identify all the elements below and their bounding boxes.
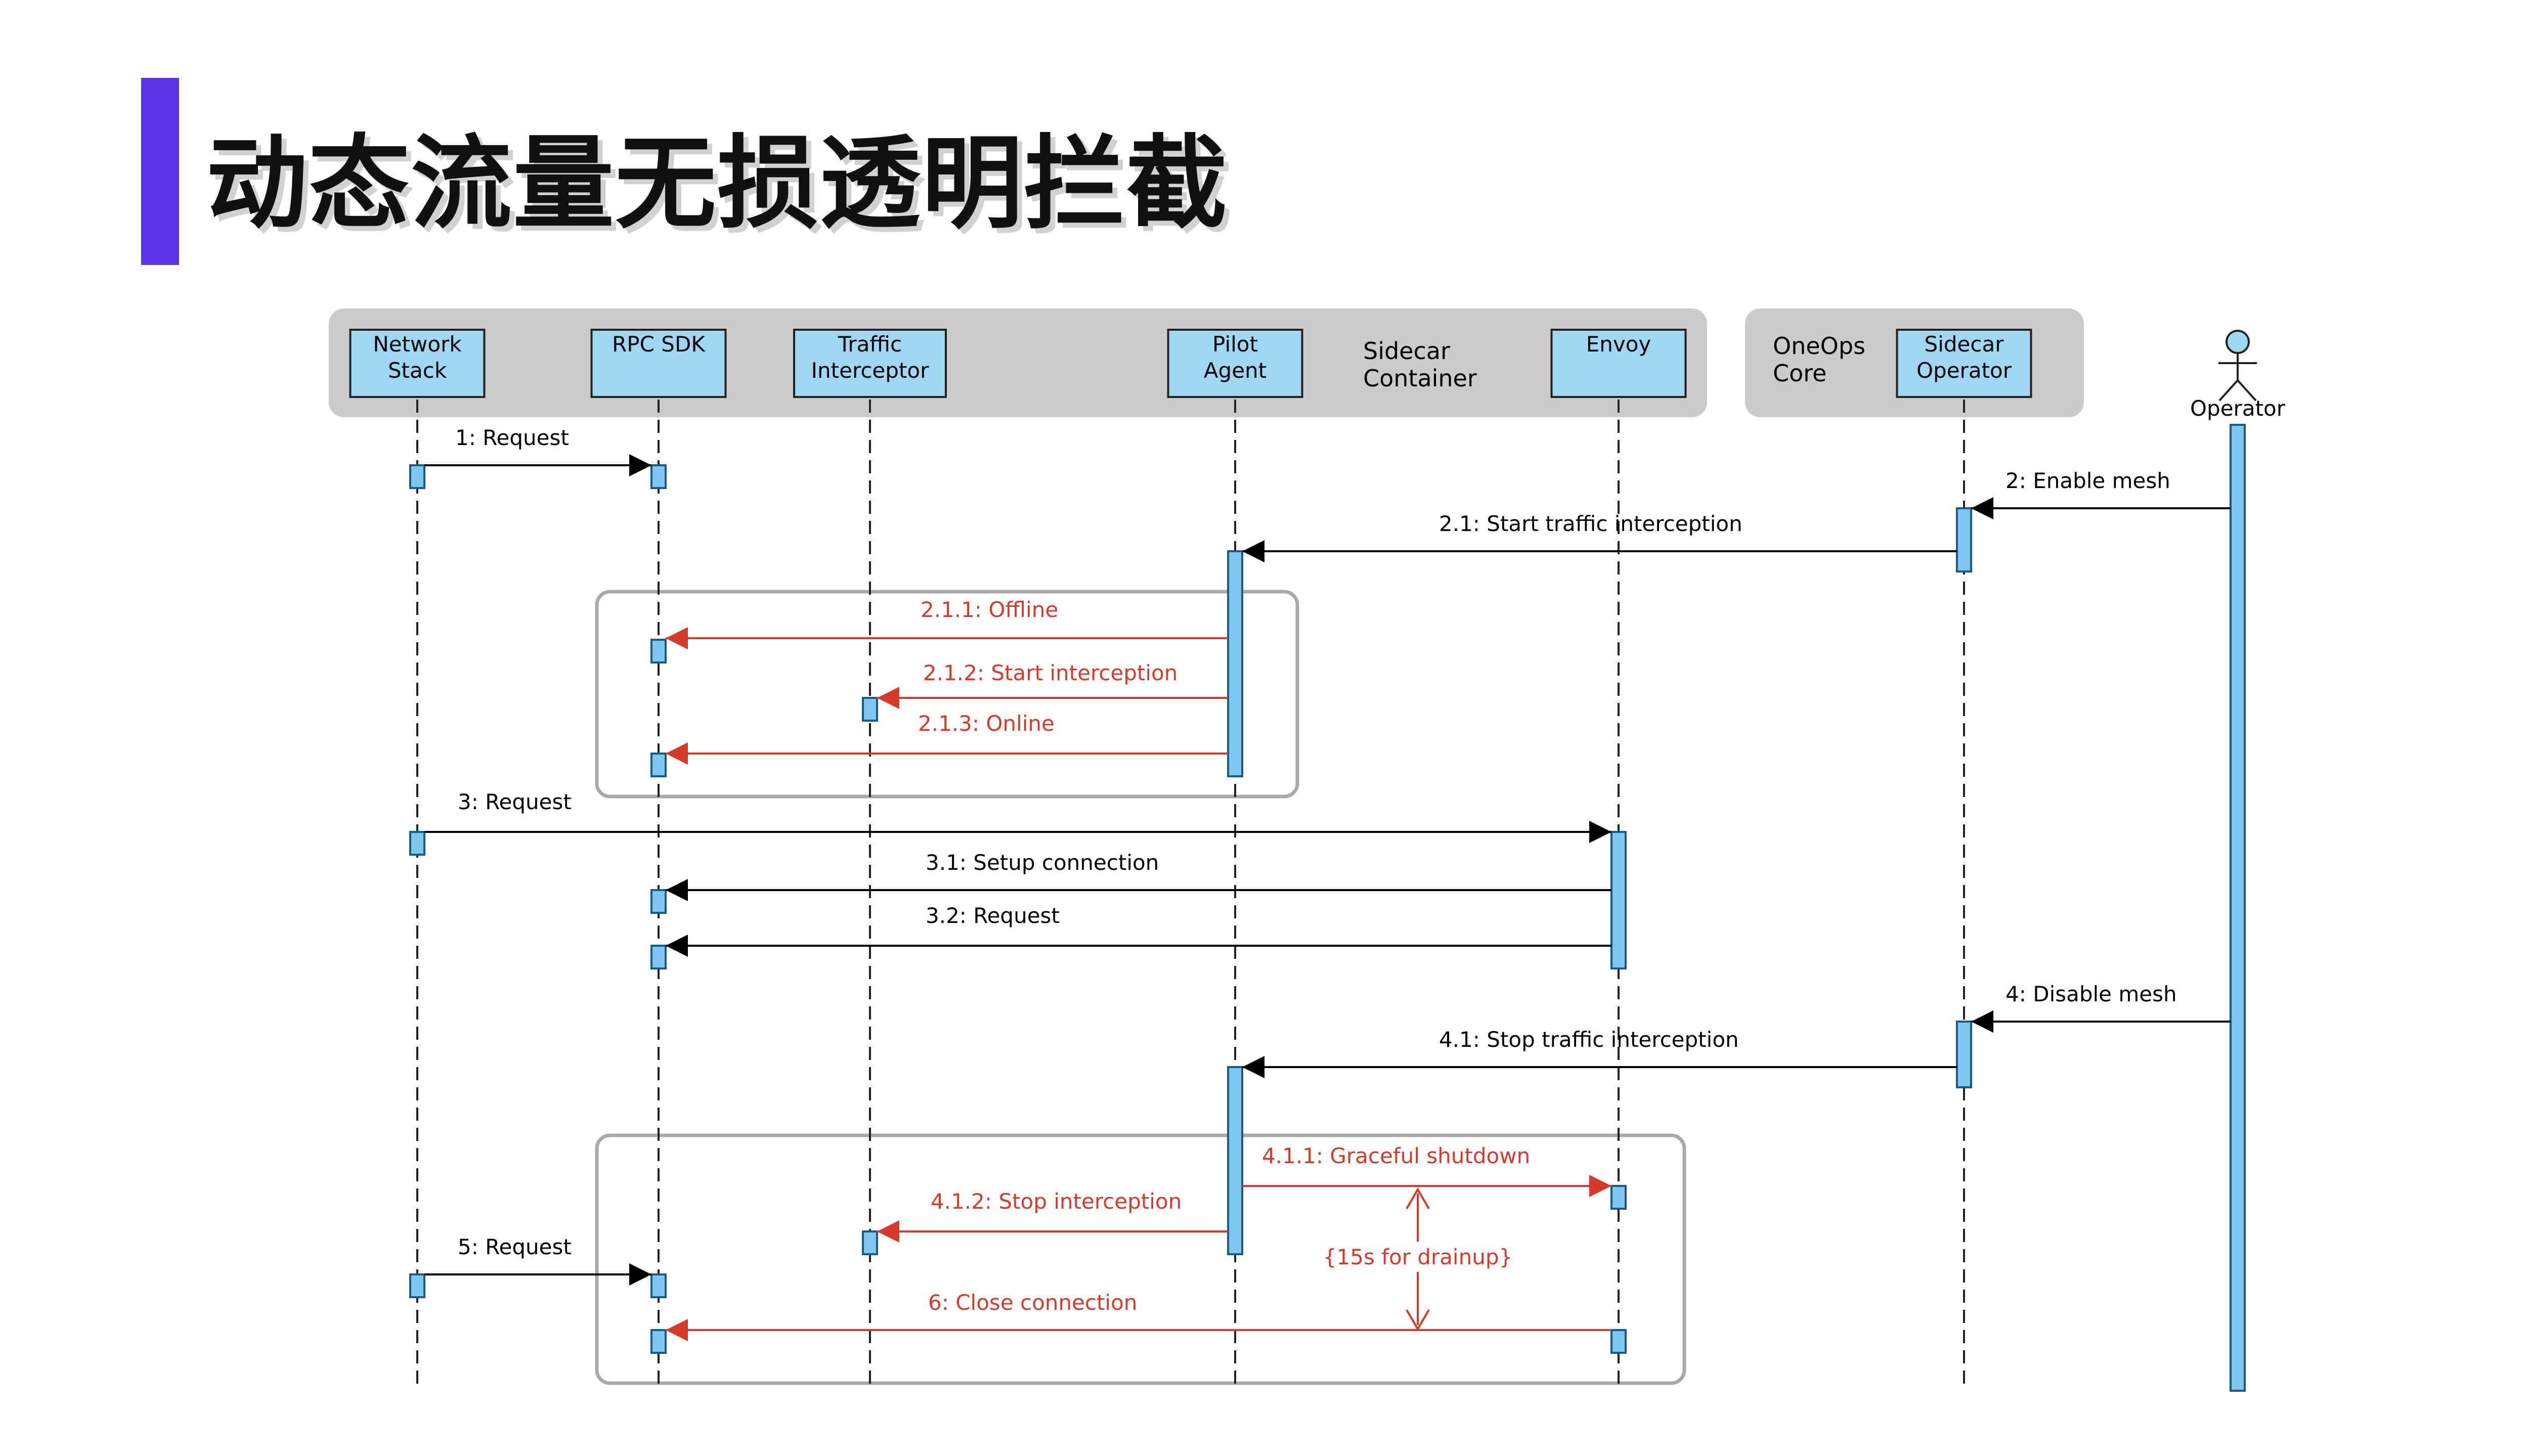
- duration-bracket-top-icon: [1406, 1187, 1430, 1210]
- activation-traffic-interceptor: [862, 697, 878, 722]
- message-label: 2.1: Start traffic interception: [1439, 511, 1742, 536]
- message-label: 4.1.2: Stop interception: [931, 1189, 1182, 1214]
- activation-rpc-sdk: [650, 945, 667, 969]
- participant-box-network-stack: [349, 329, 486, 398]
- message-label: 1: Request: [455, 425, 569, 450]
- page-title: 动态流量无损透明拦截: [206, 125, 1229, 243]
- activation-rpc-sdk: [650, 639, 667, 664]
- activation-rpc-sdk: [650, 464, 667, 489]
- activation-envoy: [1610, 831, 1627, 969]
- message-label: 3: Request: [458, 789, 572, 814]
- activation-sidecar-operator: [1956, 507, 1972, 572]
- activation-envoy: [1610, 1329, 1627, 1354]
- activation-rpc-sdk: [650, 1329, 667, 1354]
- activation-network-stack: [409, 831, 425, 856]
- participant-label-operator: Operator: [2190, 396, 2286, 421]
- activation-rpc-sdk: [650, 1273, 667, 1298]
- activation-traffic-interceptor: [862, 1230, 878, 1255]
- activation-envoy: [1610, 1185, 1627, 1210]
- participant-label-envoy: Envoy: [1586, 332, 1651, 357]
- activation-pilot-agent: [1227, 550, 1243, 777]
- message-label: 2.1.1: Offline: [921, 597, 1058, 622]
- duration-annotation: {15s for drainup}: [1323, 1245, 1512, 1269]
- message-label: 4.1.1: Graceful shutdown: [1262, 1143, 1530, 1168]
- message-label: 3.2: Request: [926, 903, 1060, 928]
- operator-actor-head-icon: [2226, 330, 2250, 354]
- message-label: 4: Disable mesh: [2005, 982, 2177, 1006]
- participant-box-traffic-interceptor: [793, 329, 947, 398]
- message-label: 2: Enable mesh: [2005, 468, 2170, 493]
- participant-box-envoy: [1550, 329, 1687, 398]
- message-label: 6: Close connection: [928, 1290, 1137, 1315]
- message-label: 2.1.3: Online: [918, 711, 1055, 736]
- message-label: 3.1: Setup connection: [926, 850, 1159, 875]
- sidecar-container-group: [329, 308, 1707, 417]
- interaction-frame-1: [595, 590, 1299, 799]
- activation-rpc-sdk: [650, 889, 667, 914]
- duration-label-bg: [1327, 1242, 1509, 1272]
- participant-box-rpc-sdk: [590, 329, 727, 398]
- participant-label-rpc-sdk: RPC SDK: [612, 332, 706, 357]
- activation-pilot-agent: [1227, 1066, 1243, 1255]
- title-accent-bar: [141, 78, 179, 265]
- operator-actor-leg-icon: [2237, 379, 2257, 402]
- participant-box-sidecar-operator: [1896, 329, 2032, 398]
- activation-network-stack: [409, 464, 425, 489]
- interaction-frame-2: [595, 1133, 1686, 1385]
- activation-sidecar-operator: [1956, 1021, 1972, 1088]
- activation-rpc-sdk: [650, 753, 667, 777]
- duration-bracket-bottom-icon: [1406, 1309, 1430, 1331]
- operator-actor-leg-icon: [2218, 379, 2239, 402]
- participant-box-pilot-agent: [1167, 329, 1303, 398]
- operator-activation-bar: [2230, 424, 2246, 1392]
- activation-network-stack: [409, 1273, 425, 1298]
- message-label: 5: Request: [458, 1234, 572, 1259]
- message-label: 2.1.2: Start interception: [923, 660, 1178, 685]
- message-label: 4.1: Stop traffic interception: [1439, 1027, 1739, 1052]
